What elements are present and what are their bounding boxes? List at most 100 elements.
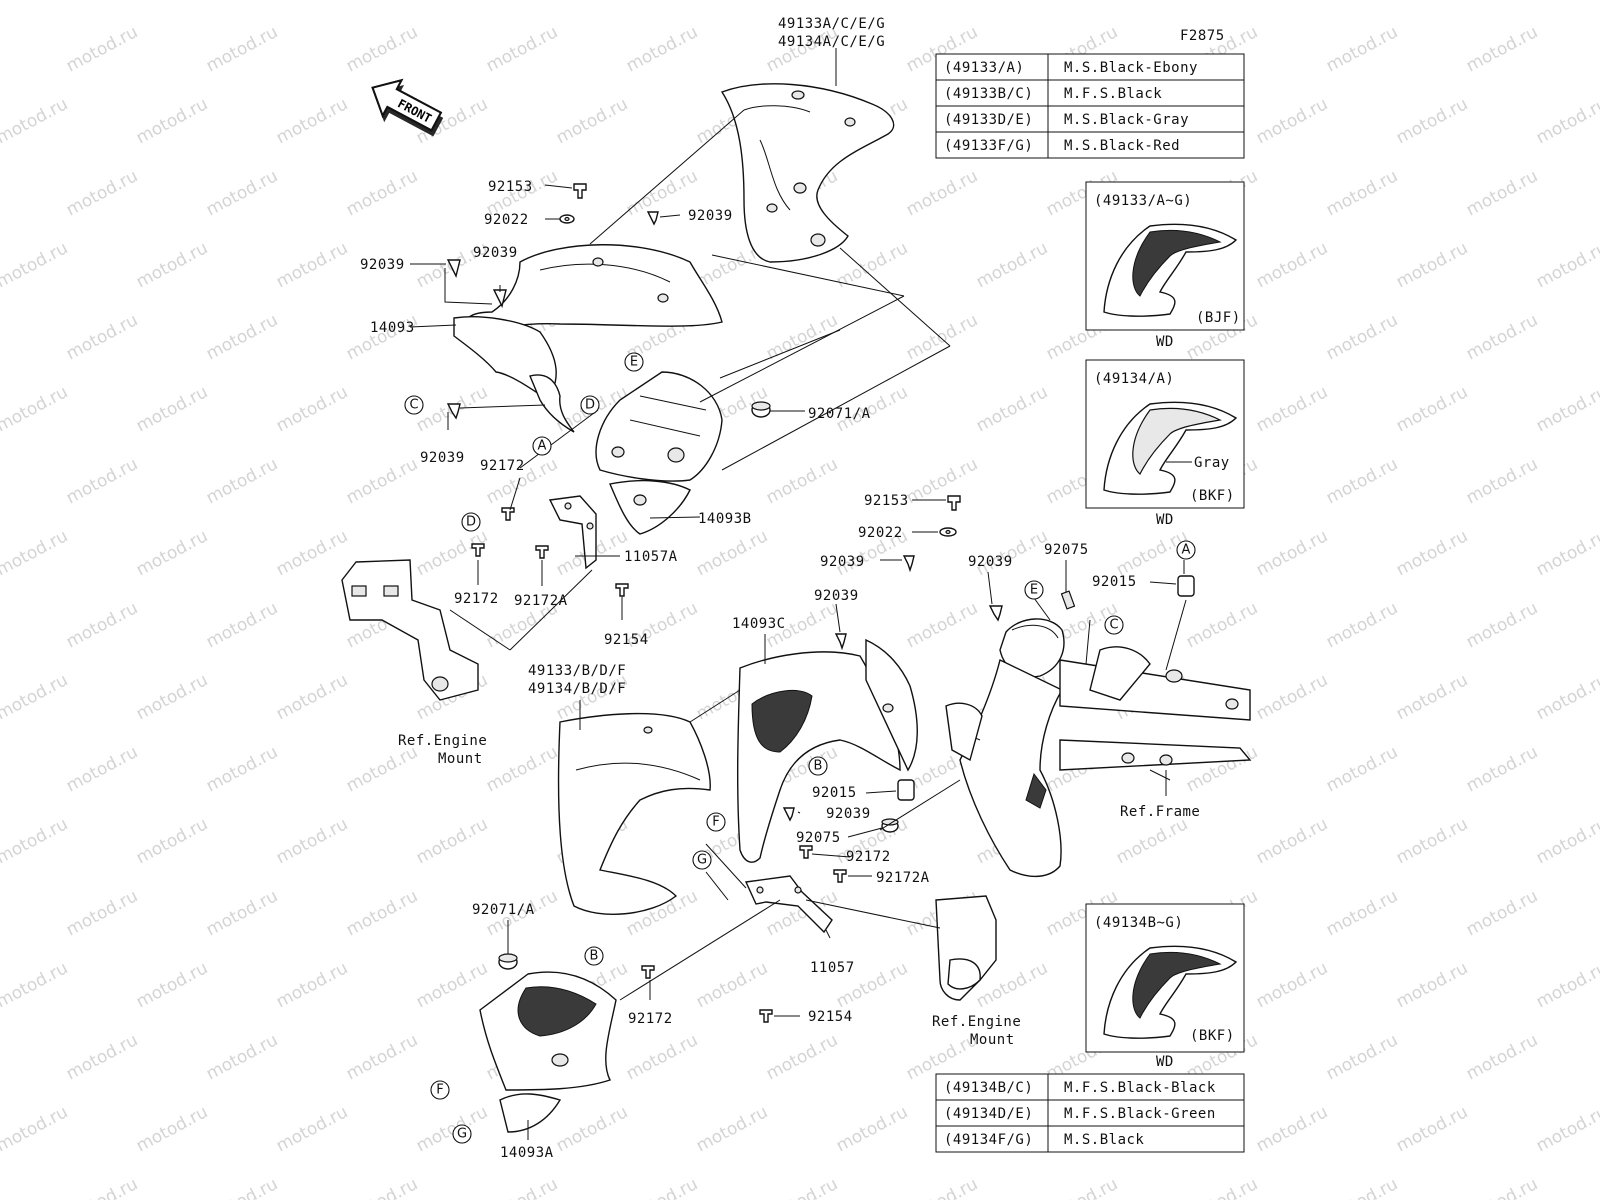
watermark-text: motod.ru — [1253, 814, 1331, 868]
callout-circles: E C D A D A E C B F G B F G — [404, 352, 1196, 1144]
watermark-text: motod.ru — [203, 886, 281, 940]
leader-lines — [409, 48, 1187, 1140]
label-11057: 11057 — [810, 960, 855, 976]
watermark-text: motod.ru — [0, 814, 71, 868]
label-92172-a: 92172 — [480, 458, 525, 474]
color-table-top-code-text: (49133D/E) — [944, 112, 1033, 128]
label-14093: 14093 — [370, 320, 415, 336]
label-92039-d: 92039 — [420, 450, 465, 466]
watermark-text: motod.ru — [1463, 598, 1541, 652]
svg-text:G: G — [697, 853, 707, 868]
watermark-text: motod.ru — [1253, 94, 1331, 148]
svg-text:A: A — [538, 439, 547, 454]
watermark-text: motod.ru — [273, 238, 351, 292]
watermark-text: motod.ru — [0, 22, 1, 76]
inset-49134b-caption: WD — [1156, 1054, 1174, 1070]
svg-text:D: D — [585, 398, 595, 413]
watermark-text: motod.ru — [1463, 742, 1541, 796]
watermark-text: motod.ru — [1323, 22, 1401, 76]
svg-text:D: D — [466, 515, 476, 530]
label-11057a: 11057A — [624, 549, 678, 565]
label-92039-e: 92039 — [820, 554, 865, 570]
label-92039-c: 92039 — [360, 257, 405, 273]
callout-b-lower: B — [584, 946, 604, 966]
watermark-text: motod.ru — [1463, 1030, 1541, 1084]
color-table-bottom-code-text: (49134B/C) — [944, 1080, 1033, 1096]
watermark-text: motod.ru — [0, 598, 1, 652]
watermark-text: motod.ru — [343, 742, 421, 796]
color-table-top-color-text: M.F.S.Black — [1064, 86, 1162, 102]
callout-b-mid: B — [808, 756, 828, 776]
label-92172-c: 92172 — [846, 849, 891, 865]
color-table-top-code-text: (49133F/G) — [944, 138, 1033, 154]
label-92075-mid: 92075 — [796, 830, 841, 846]
watermark-text: motod.ru — [483, 22, 561, 76]
watermark-text: motod.ru — [0, 94, 71, 148]
label-92172a-top: 92172A — [514, 593, 568, 609]
watermark-text: motod.ru — [1463, 310, 1541, 364]
label-92172-d: 92172 — [628, 1011, 673, 1027]
watermark-text: motod.ru — [1393, 382, 1471, 436]
watermark-text: motod.ru — [413, 0, 491, 4]
watermark-text: motod.ru — [0, 310, 1, 364]
callout-g-lower: G — [452, 1124, 472, 1144]
watermark-text: motod.ru — [623, 1174, 701, 1200]
watermark-text: motod.ru — [133, 238, 211, 292]
color-table-bottom-color-text: M.S.Black — [1064, 1132, 1144, 1148]
watermark-text: motod.ru — [63, 598, 141, 652]
watermark-text: motod.ru — [203, 1174, 281, 1200]
label-92075-top: 92075 — [1044, 542, 1089, 558]
watermark-text: motod.ru — [1323, 1174, 1401, 1200]
label-92153-top: 92153 — [488, 179, 533, 195]
watermark-text: motod.ru — [623, 22, 701, 76]
watermark-text: motod.ru — [833, 238, 911, 292]
label-49134a: 49134A/C/E/G — [778, 34, 885, 50]
watermark-text: motod.ru — [63, 1174, 141, 1200]
ref-engine-mount-right-1: Ref.Engine — [932, 1014, 1021, 1030]
watermark-text: motod.ru — [693, 958, 771, 1012]
watermark-text: motod.ru — [343, 886, 421, 940]
bracket-11057a — [548, 495, 597, 570]
watermark-text: motod.ru — [973, 238, 1051, 292]
ref-engine-mount-left-2: Mount — [438, 751, 483, 767]
label-92039-b: 92039 — [473, 245, 518, 261]
color-table-top-color-text: M.S.Black-Red — [1064, 138, 1180, 154]
watermark-text: motod.ru — [693, 0, 771, 4]
watermark-text: motod.ru — [1393, 238, 1471, 292]
watermark-text: motod.ru — [413, 1102, 491, 1156]
callout-f-lower: F — [430, 1080, 450, 1100]
watermark-text: motod.ru — [63, 886, 141, 940]
watermark-text: motod.ru — [1253, 670, 1331, 724]
watermark-text: motod.ru — [1323, 598, 1401, 652]
label-14093b: 14093B — [698, 511, 752, 527]
color-table-top-code-cell — [935, 131, 1049, 159]
watermark-text: motod.ru — [63, 1030, 141, 1084]
label-92154-top: 92154 — [604, 632, 649, 648]
watermark-text: motod.ru — [1393, 814, 1471, 868]
color-table-bottom-code-text: (49134D/E) — [944, 1106, 1033, 1122]
inset-49134a-title: (49134/A) — [1094, 371, 1174, 387]
color-table-bottom-code-cell — [935, 1125, 1049, 1153]
part-labels: 49133A/C/E/G 49134A/C/E/G 92153 92022 92… — [360, 16, 1200, 1161]
watermark-text: motod.ru — [203, 22, 281, 76]
callout-g-mid: G — [692, 850, 712, 870]
svg-text:C: C — [1109, 618, 1118, 633]
fasteners — [446, 183, 1195, 1023]
watermark-text: motod.ru — [1253, 1102, 1331, 1156]
watermark-text: motod.ru — [63, 742, 141, 796]
watermark-text: motod.ru — [203, 742, 281, 796]
watermark-text: motod.ru — [763, 454, 841, 508]
watermark-text: motod.ru — [1393, 670, 1471, 724]
watermark-text: motod.ru — [1323, 742, 1401, 796]
label-92154-bot: 92154 — [808, 1009, 853, 1025]
watermark-text: motod.ru — [553, 0, 631, 4]
watermark-text: motod.ru — [1253, 526, 1331, 580]
watermark-text: motod.ru — [483, 742, 561, 796]
watermark-text: motod.ru — [1323, 166, 1401, 220]
watermark-text: motod.ru — [1533, 1102, 1600, 1156]
watermark-text: motod.ru — [133, 526, 211, 580]
watermark-text: motod.ru — [1533, 94, 1600, 148]
watermark-text: motod.ru — [1113, 814, 1191, 868]
callout-c-right: C — [1104, 615, 1124, 635]
